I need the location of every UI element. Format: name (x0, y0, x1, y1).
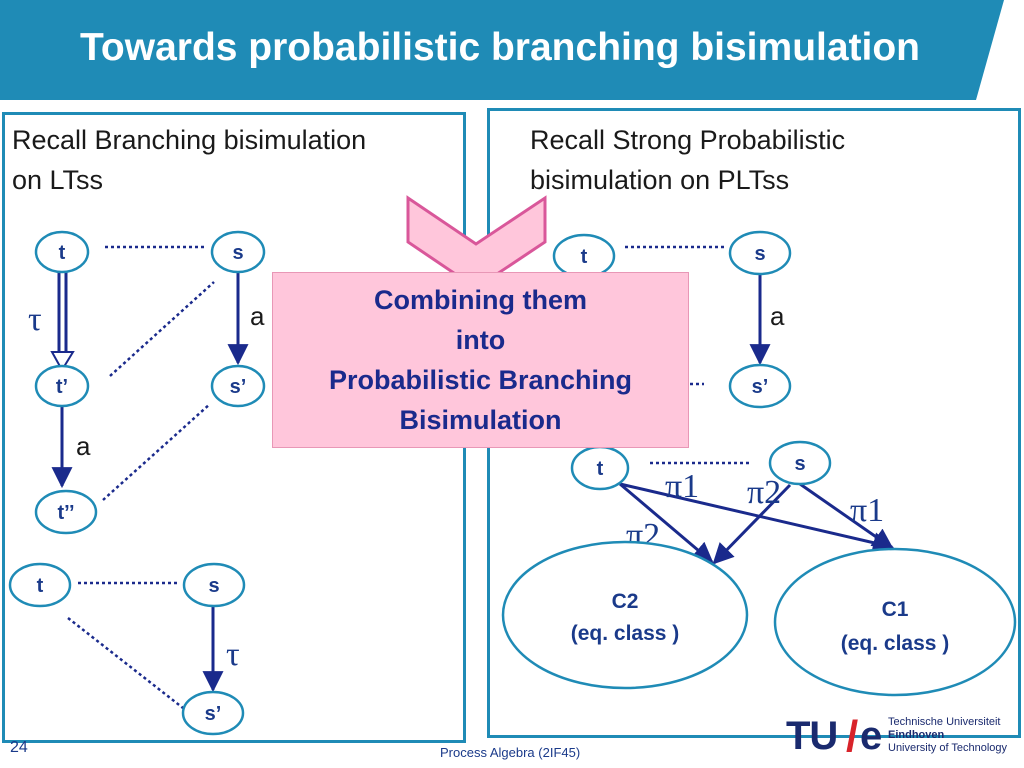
node-sprime-left (210, 364, 266, 408)
node-s-bottom-label: s (208, 575, 219, 597)
node-t-prob-label: t (597, 458, 604, 480)
relation-tdprime-sprime (102, 403, 211, 501)
node-s-bottom (182, 562, 246, 608)
edge-t-c2 (619, 482, 714, 564)
node-s-right-label: s (754, 243, 765, 265)
logo-mark: TU (786, 714, 838, 758)
right-heading-line-1: Recall Strong Probabilistic (530, 125, 846, 155)
left-heading-line-2: on LTss (12, 165, 104, 195)
node-s-left (210, 230, 266, 274)
merge-chevron (406, 195, 547, 290)
left-heading-line-1: Recall Branching bisimulation (12, 125, 367, 155)
tau-label-left-bottom: τ (226, 636, 240, 673)
node-sprime-right (728, 363, 792, 409)
node-t-left (34, 230, 90, 274)
logo-slash: / (846, 712, 859, 761)
page-number: 24 (10, 739, 28, 756)
title-bar-shape (0, 0, 1004, 100)
course-name: Process Algebra (2IF45) (440, 745, 581, 760)
right-heading: Recall Strong Probabilistic bisimulation… (530, 120, 845, 200)
c1-label: C1 (882, 598, 909, 621)
c2-sublabel: (eq. class ) (571, 622, 680, 645)
node-s-left-label: s (232, 242, 243, 264)
node-tprime-left-label: t’ (56, 376, 68, 398)
logo-line-1: Technische Universiteit (888, 716, 1001, 728)
tau-label-left-top: τ (28, 301, 42, 338)
tau-arrow-head (50, 351, 75, 372)
left-heading: Recall Branching bisimulation on LTss (12, 120, 366, 200)
pi1-label-s: π1 (850, 492, 884, 529)
logo-text: Technische Universiteit Eindhoven Univer… (888, 716, 1007, 755)
right-heading-line-2: bisimulation on PLTss (530, 165, 790, 195)
title-bar: Towards probabilistic branching bisimula… (0, 0, 1024, 102)
node-t-bottom (8, 562, 72, 608)
node-sprime-bottom (181, 690, 245, 736)
logo-line-3: University of Technology (888, 742, 1008, 754)
a-label-right: a (770, 301, 785, 331)
c1-sublabel: (eq. class ) (841, 632, 950, 655)
equivalence-class-c1 (773, 547, 1017, 697)
c2-label: C2 (612, 590, 639, 613)
callout-line-1: Combining them (374, 285, 587, 315)
node-sprime-left-label: s’ (230, 376, 247, 398)
node-s-prob (768, 440, 832, 486)
logo-e: e (860, 714, 883, 758)
a-label-left-mid: a (76, 431, 91, 461)
node-sprime-right-label: s’ (752, 376, 769, 398)
relation-t-sprime-bottom (67, 617, 184, 709)
relation-tprime-s (109, 281, 215, 377)
node-t-right-label: t (581, 246, 588, 268)
node-t-left-label: t (59, 242, 66, 264)
equivalence-class-c2 (501, 540, 749, 690)
logo-line-2: Eindhoven (888, 729, 945, 741)
edge-t-c1 (619, 482, 895, 553)
node-tdprime-left (34, 489, 98, 535)
a-label-left-top: a (250, 301, 265, 331)
callout-line-4: Bisimulation (399, 405, 562, 435)
edge-s-c1 (799, 482, 894, 550)
pi2-label-s: π2 (747, 474, 781, 511)
callout-line-2: into (455, 325, 506, 355)
node-tprime-left (34, 364, 90, 408)
node-sprime-bottom-label: s’ (205, 703, 222, 725)
node-s-prob-label: s (794, 453, 805, 475)
node-t-bottom-label: t (37, 575, 44, 597)
node-tdprime-left-label: t’’ (57, 502, 74, 524)
node-s-right (728, 230, 792, 276)
pi1-label-t: π1 (665, 468, 699, 505)
combining-callout: Combining them into Probabilistic Branch… (272, 272, 689, 448)
callout-line-3: Probabilistic Branching (328, 365, 633, 395)
edge-s-c2 (712, 483, 792, 565)
slide-title: Towards probabilistic branching bisimula… (79, 26, 921, 69)
